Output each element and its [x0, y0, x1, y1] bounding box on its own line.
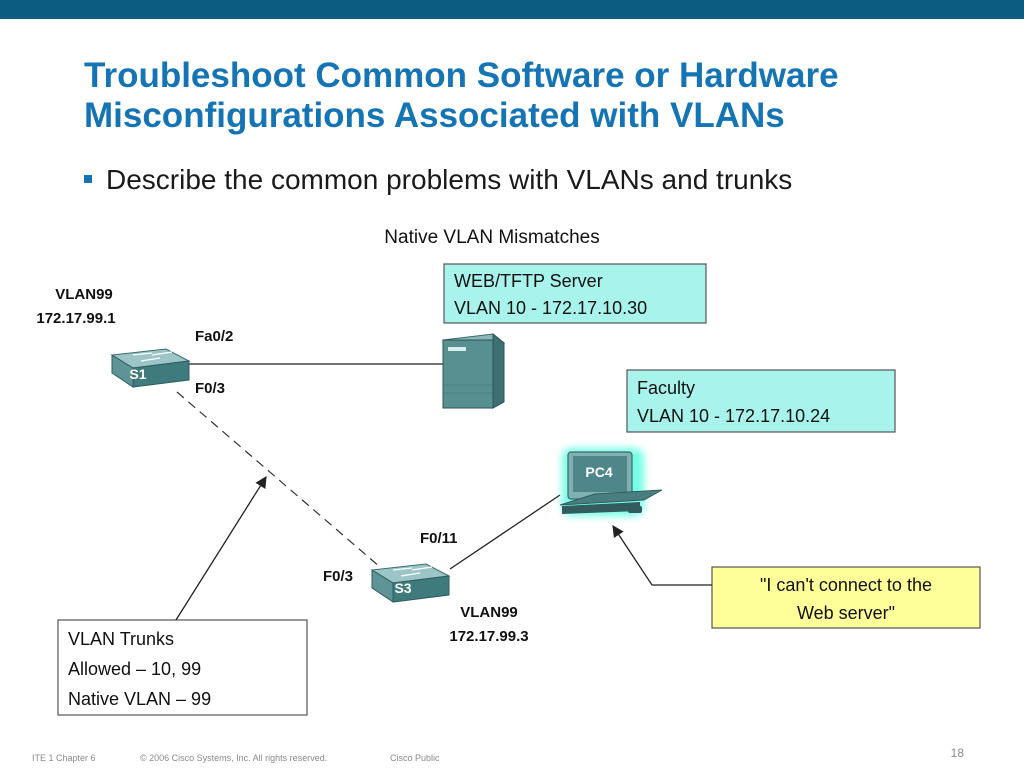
s3-vlan-label: VLAN99	[460, 604, 518, 621]
server-info-box	[443, 263, 707, 324]
s3-name: S3	[394, 580, 411, 596]
switch-s3-icon[interactable]: S3	[370, 563, 451, 603]
diagram-title: Native VLAN Mismatches	[384, 227, 599, 248]
s1-name: S1	[129, 366, 146, 382]
callout-arrow	[612, 525, 712, 586]
trunk-box-line1: VLAN Trunks	[68, 629, 174, 649]
trunk-info-box	[57, 619, 308, 716]
page-number: 18	[950, 746, 964, 760]
s1-ip-label: 172.17.99.1	[36, 310, 115, 327]
s1-port-f03: F0/3	[195, 380, 225, 397]
s3-pc4-link	[449, 494, 561, 570]
faculty-box-line1: Faculty	[637, 378, 695, 398]
slide-title: Troubleshoot Common Software or Hardware…	[84, 56, 984, 136]
callout-line1: "I can't connect to the	[760, 575, 932, 595]
switch-s1-icon[interactable]: S1	[110, 348, 191, 388]
title-line-1: Troubleshoot Common Software or Hardware	[84, 56, 839, 95]
pc4-name: PC4	[585, 464, 612, 480]
trunk-box-line3: Native VLAN – 99	[68, 689, 211, 709]
server-box-line2: VLAN 10 - 172.17.10.30	[454, 298, 647, 318]
bullet-item: Describe the common problems with VLANs …	[84, 164, 792, 196]
footer-chapter: ITE 1 Chapter 6	[32, 753, 96, 763]
faculty-info-box	[626, 369, 896, 433]
callout-line2: Web server"	[797, 603, 895, 623]
title-line-2: Misconfigurations Associated with VLANs	[84, 96, 785, 135]
trunk-arrow	[175, 476, 267, 621]
s1-vlan-label: VLAN99	[55, 286, 113, 303]
trunk-box-line2: Allowed – 10, 99	[68, 659, 201, 679]
footer-classification: Cisco Public	[390, 753, 440, 763]
server-box-line1: WEB/TFTP Server	[454, 271, 603, 291]
footer-copyright: © 2006 Cisco Systems, Inc. All rights re…	[140, 753, 328, 763]
faculty-box-line2: VLAN 10 - 172.17.10.24	[637, 406, 830, 426]
s3-port-f03: F0/3	[323, 568, 353, 585]
web-tftp-server-icon[interactable]	[441, 332, 506, 409]
top-banner	[0, 0, 1024, 19]
s3-port-f011: F0/11	[420, 530, 458, 547]
bullet-text: Describe the common problems with VLANs …	[106, 164, 793, 195]
pc4-icon[interactable]: PC4	[559, 448, 663, 516]
callout-box	[711, 566, 981, 629]
bullet-square-icon	[84, 174, 92, 183]
trunk-link-dashed	[176, 391, 381, 568]
s3-ip-label: 172.17.99.3	[449, 628, 528, 645]
s1-port-fa02: Fa0/2	[195, 328, 233, 345]
